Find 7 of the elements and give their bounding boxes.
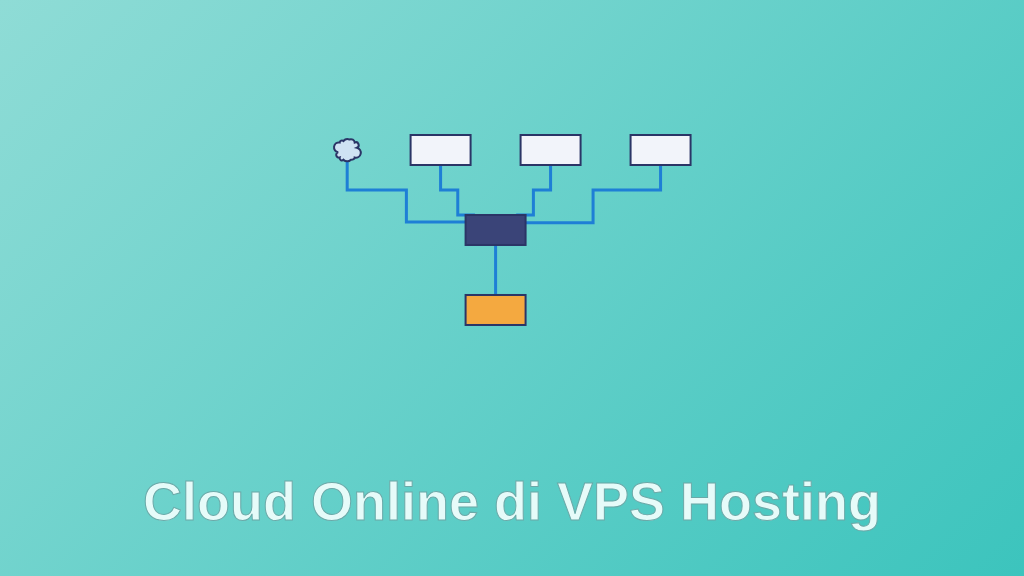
node-box [519,134,582,166]
node-box [629,134,692,166]
node-cloud [332,138,362,163]
title: Cloud Online di VPS Hosting [142,470,882,532]
node-box [464,294,527,326]
node-box [464,214,527,246]
node-box [409,134,472,166]
